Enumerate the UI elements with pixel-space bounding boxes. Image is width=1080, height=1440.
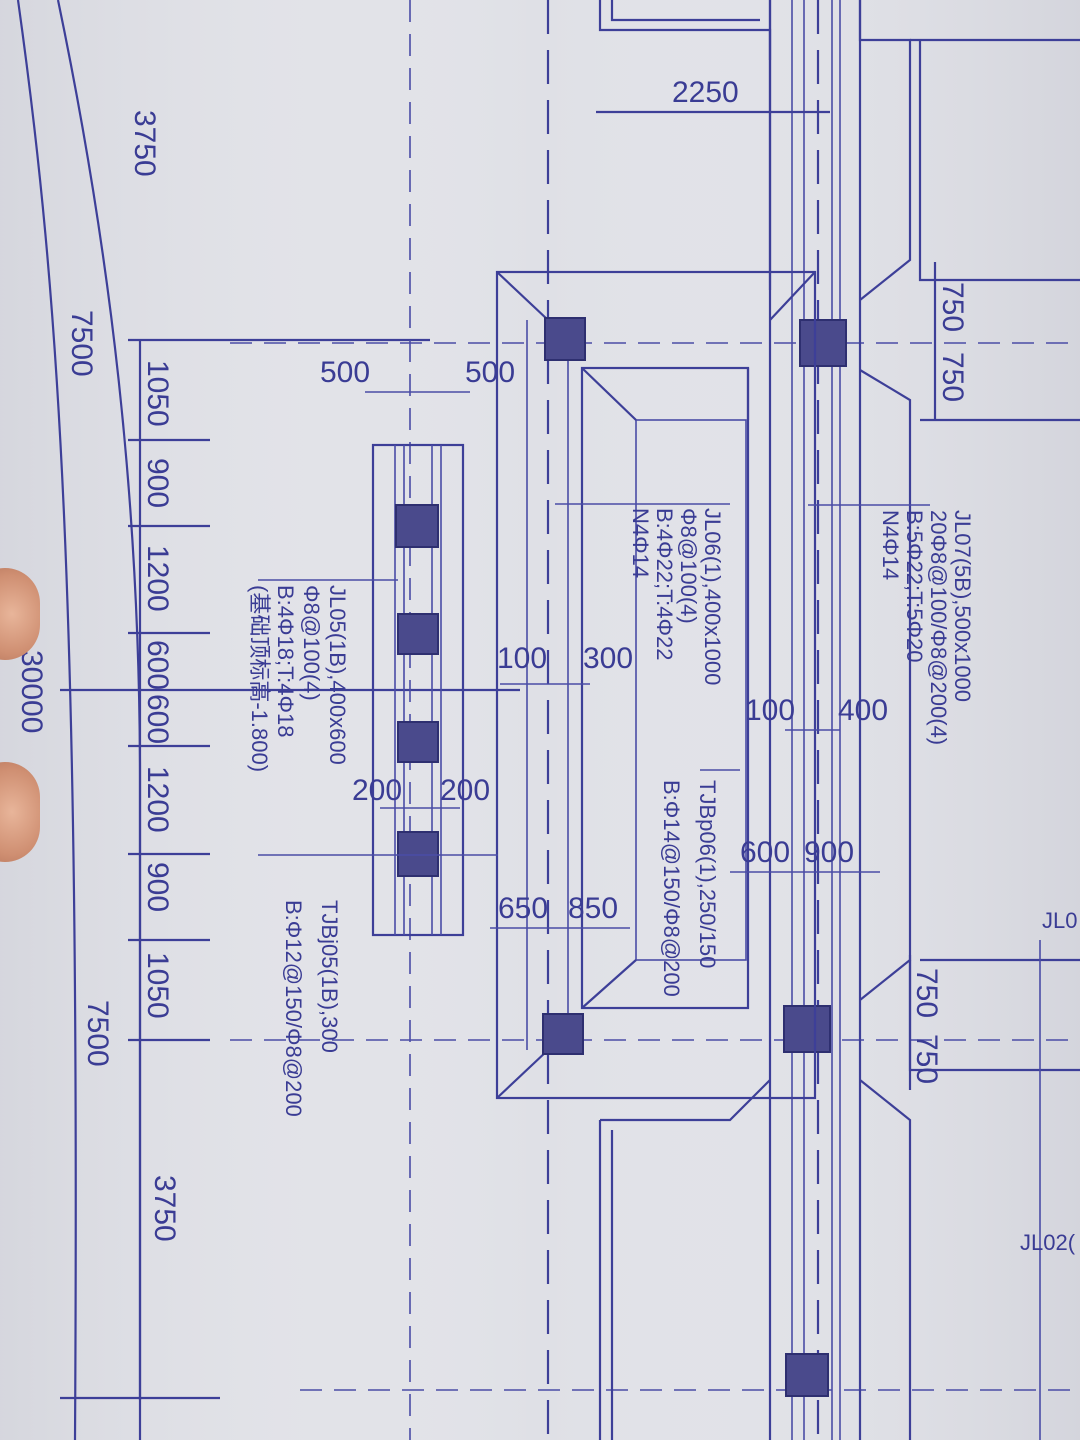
- label-tjbj05: TJBj05(1B),300 B:Φ12@150/Φ8@200: [281, 900, 342, 1117]
- dim-left-seg-1: 1050: [141, 360, 174, 427]
- label-jl07: JL07(5B),500x1000 20Φ8@100/Φ8@200(4) B:5…: [878, 510, 975, 745]
- left-dimension-lines: [16, 0, 520, 1440]
- column-jl06-top: [544, 317, 586, 361]
- label-jl06-line-4: N4Φ14: [628, 508, 653, 578]
- label-jl05-line-2: Φ8@100(4): [299, 585, 324, 701]
- column-jl07-bottom: [783, 1005, 831, 1053]
- label-jl05-line-4: (基础顶标高-1.800): [247, 585, 272, 772]
- dim-left-seg-2: 900: [141, 458, 174, 508]
- column-jl05-2: [397, 613, 439, 655]
- finger-top: [0, 568, 40, 660]
- label-jl06-line-2: Φ8@100(4): [676, 508, 701, 624]
- dim-right-top-a: 750: [936, 282, 969, 332]
- grid-axes: [230, 0, 1080, 1440]
- dim-jl06-left: 100: [497, 642, 547, 675]
- dim-right-top-b: 750: [936, 352, 969, 402]
- column-jl07-top: [799, 319, 847, 367]
- dim-jl07-left: 100: [745, 694, 795, 727]
- dim-left-seg-3: 1200: [141, 545, 174, 612]
- label-jl05-line-1: JL05(1B),400x600: [325, 585, 350, 765]
- dim-right-bot-b: 750: [910, 1034, 943, 1084]
- dim-left-bottom-total: 7500: [81, 1000, 114, 1067]
- dim-top-span: 2250: [672, 76, 739, 109]
- dim-jl05-col-right: 200: [440, 774, 490, 807]
- label-jl06-line-1: JL06(1),400x1000: [700, 508, 725, 685]
- dim-left-seg-6: 1200: [141, 766, 174, 833]
- dim-left-seg-7: 900: [141, 862, 174, 912]
- column-jl05-1: [395, 504, 439, 548]
- label-jl07-line-2: 20Φ8@100/Φ8@200(4): [926, 510, 951, 745]
- label-jl07-line-4: N4Φ14: [878, 510, 903, 580]
- label-tjbp06-line-2: B:Φ14@150/Φ8@200: [659, 780, 684, 997]
- label-tjbj05-line-1: TJBj05(1B),300: [317, 900, 342, 1053]
- finger-bottom: [0, 762, 40, 862]
- label-jl05: JL05(1B),400x600 Φ8@100(4) B:4Φ18;T:4Φ18…: [247, 585, 350, 772]
- column-jl05-4: [397, 831, 439, 877]
- dim-left-top-span: 3750: [128, 110, 161, 177]
- dim-jl07-right: 400: [838, 694, 888, 727]
- dim-jl06-pad-left: 650: [498, 892, 548, 925]
- dim-jl05-right: 500: [465, 356, 515, 389]
- dim-jl07-pad-right: 900: [804, 836, 854, 869]
- dim-jl05-left: 500: [320, 356, 370, 389]
- dim-left-seg-8: 1050: [141, 952, 174, 1019]
- label-edge-jl0: JL0: [1042, 908, 1077, 933]
- dim-left-mid-total: 30000: [15, 650, 48, 733]
- column-jl05-3: [397, 721, 439, 763]
- dim-jl07-pad-left: 600: [740, 836, 790, 869]
- column-jl06-bottom: [542, 1013, 584, 1055]
- label-tjbj05-line-2: B:Φ12@150/Φ8@200: [281, 900, 306, 1117]
- label-jl05-line-3: B:4Φ18;T:4Φ18: [273, 585, 298, 738]
- column-jl07-lower: [785, 1353, 829, 1397]
- label-jl07-line-3: B:5Φ22;T:5Φ20: [902, 510, 927, 663]
- dim-jl06-right: 300: [583, 642, 633, 675]
- label-jl07-line-1: JL07(5B),500x1000: [950, 510, 975, 702]
- dim-left-bottom-span: 3750: [148, 1175, 181, 1242]
- dim-jl05-col-left: 200: [352, 774, 402, 807]
- dim-left-seg-4: 600: [141, 640, 174, 690]
- jl07-beam: [598, 0, 1080, 1440]
- label-jl06-line-3: B:4Φ22;T:4Φ22: [652, 508, 677, 661]
- dim-left-top-total: 7500: [65, 310, 98, 377]
- dim-right-bot-a: 750: [910, 968, 943, 1018]
- dim-jl06-pad-right: 850: [568, 892, 618, 925]
- label-tjbp06: TJBp06(1),250/150 B:Φ14@150/Φ8@200: [659, 780, 720, 997]
- label-jl06: JL06(1),400x1000 Φ8@100(4) B:4Φ22;T:4Φ22…: [628, 508, 725, 685]
- label-tjbp06-line-1: TJBp06(1),250/150: [695, 780, 720, 968]
- label-edge-jl02: JL02(: [1020, 1230, 1076, 1255]
- leader-lines: [258, 503, 930, 856]
- dim-left-seg-5: 600: [141, 694, 174, 744]
